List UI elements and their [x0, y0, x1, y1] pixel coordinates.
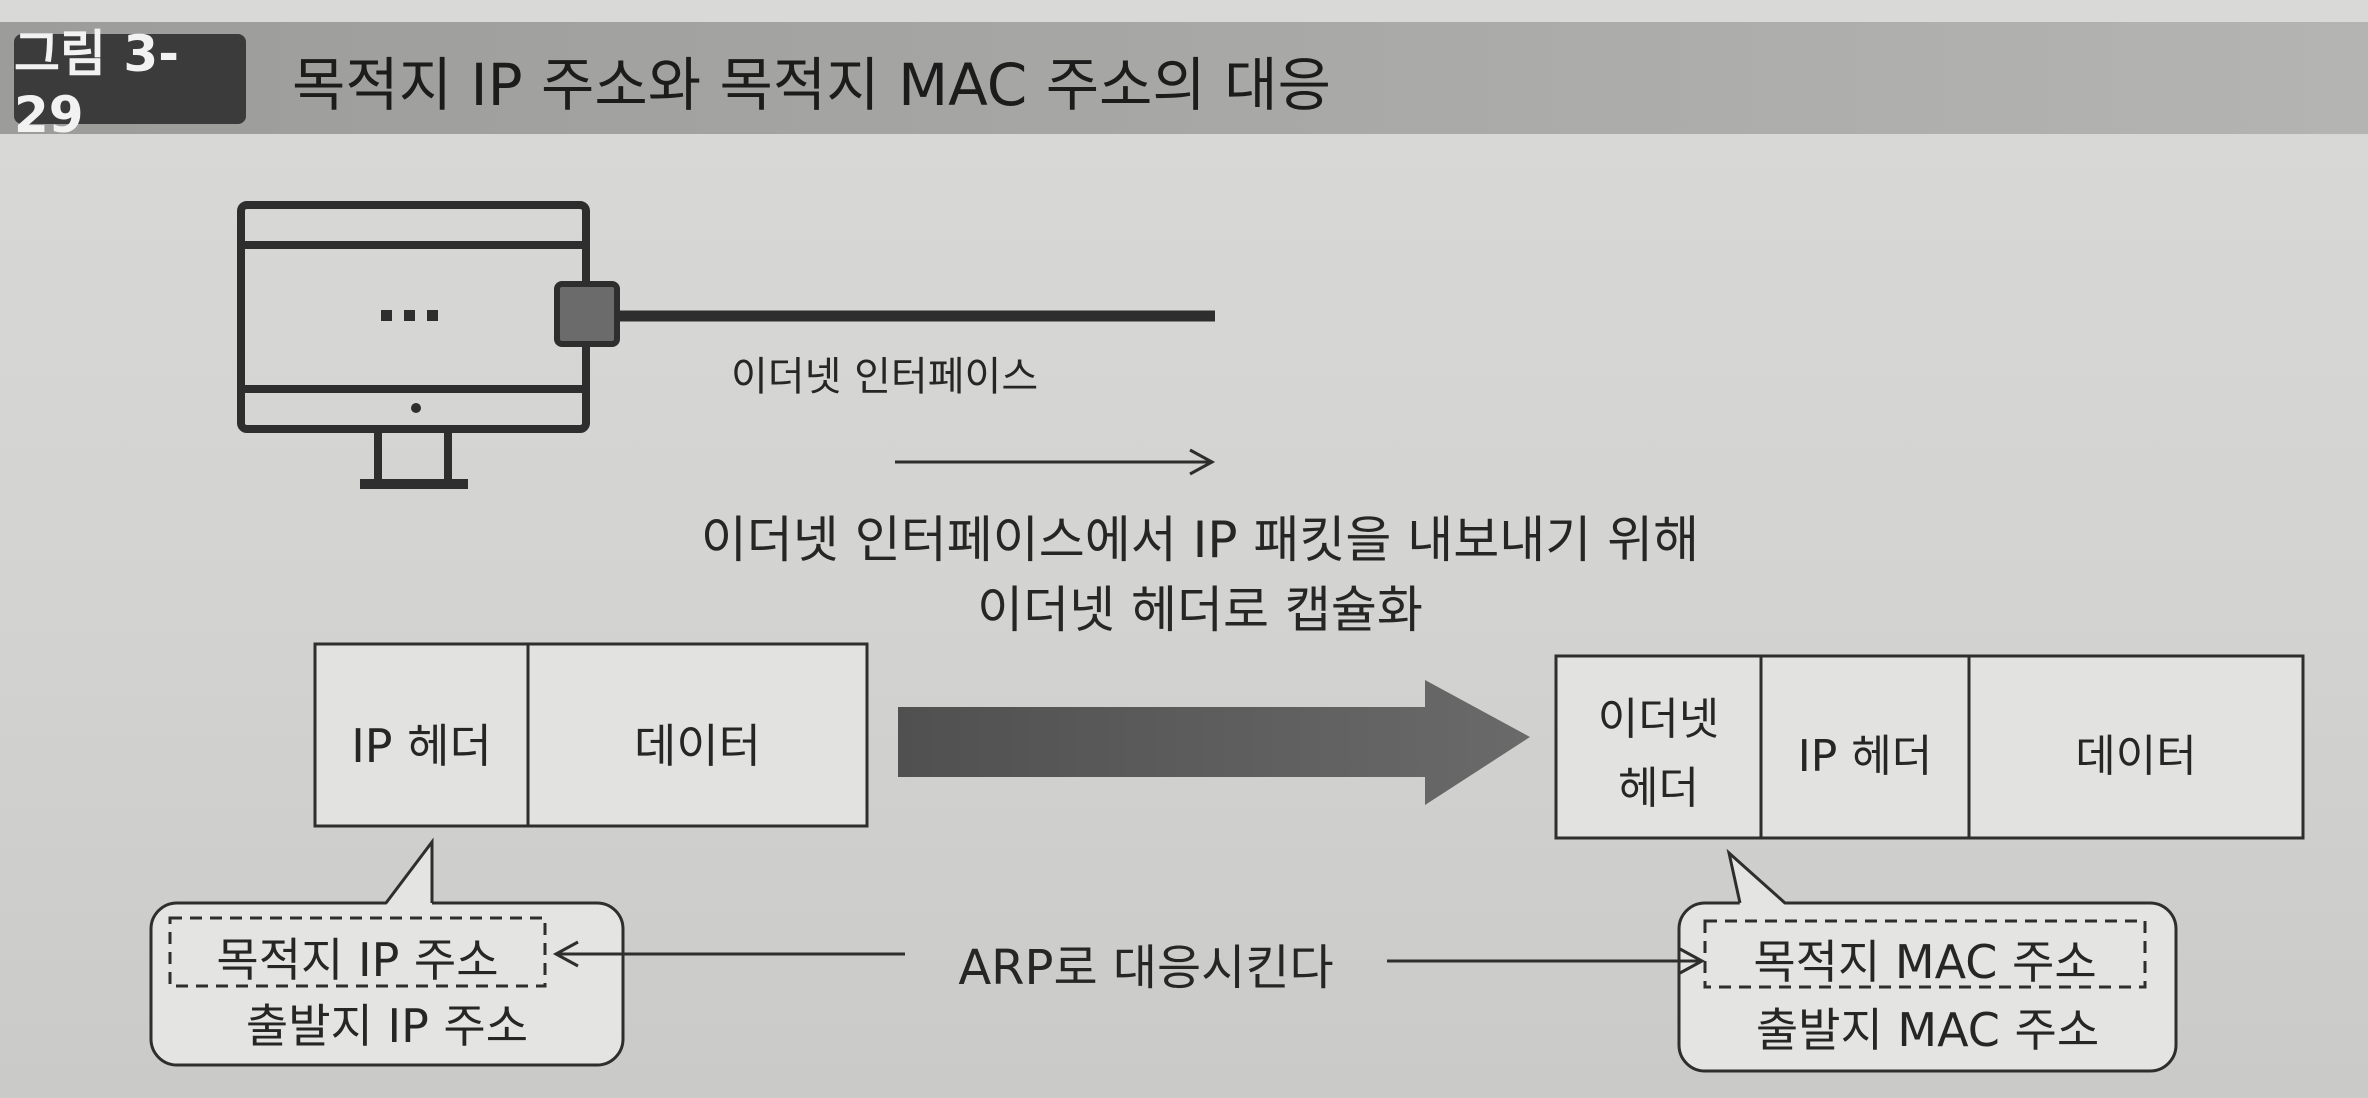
- arp-label: ARP로 대응시킨다: [958, 940, 1334, 996]
- figure-title-band: [0, 22, 2368, 134]
- ethernet-frame-box: [1554, 654, 2305, 840]
- src-ip-label: 출발지 IP 주소: [245, 999, 529, 1053]
- ip-packet-data-label: 데이터: [634, 719, 761, 773]
- ellipsis-icon: [381, 310, 438, 321]
- power-led: [411, 403, 421, 413]
- ip-packet-box: [313, 642, 869, 828]
- dest-ip-label: 목적지 IP 주소: [216, 933, 499, 987]
- ethernet-port-icon: [554, 281, 620, 347]
- src-mac-label: 출발지 MAC 주소: [1755, 1003, 2100, 1057]
- eth-header-label-line2: 헤더: [1618, 763, 1699, 814]
- caption-line-1: 이더넷 인터페이스에서 IP 패킷을 내보내기 위해: [700, 511, 1700, 569]
- mac-address-bubble: [1677, 848, 2178, 1073]
- figure-title: 목적지 IP 주소와 목적지 MAC 주소의 대응: [292, 51, 1331, 119]
- eth-frame-ip-header-label: IP 헤더: [1797, 731, 1933, 782]
- caption-line-2: 이더넷 헤더로 캡슐화: [977, 581, 1423, 639]
- encapsulation-arrow-icon: [898, 680, 1530, 805]
- arp-left-arrow-icon: [552, 940, 905, 968]
- ethernet-interface-label: 이더넷 인터페이스: [731, 354, 1039, 400]
- dest-mac-label: 목적지 MAC 주소: [1753, 935, 2097, 989]
- dest-mac-highlight: [1703, 919, 2147, 989]
- arp-right-arrow-icon: [1387, 947, 1706, 975]
- eth-header-label-line1: 이더넷: [1597, 694, 1720, 745]
- dest-ip-highlight: [168, 916, 547, 988]
- ip-address-bubble: [149, 837, 625, 1067]
- eth-frame-data-label: 데이터: [2075, 731, 2197, 782]
- computer-icon: [237, 201, 590, 489]
- ip-packet-header-label: IP 헤더: [351, 719, 492, 773]
- small-right-arrow-icon: [895, 448, 1216, 476]
